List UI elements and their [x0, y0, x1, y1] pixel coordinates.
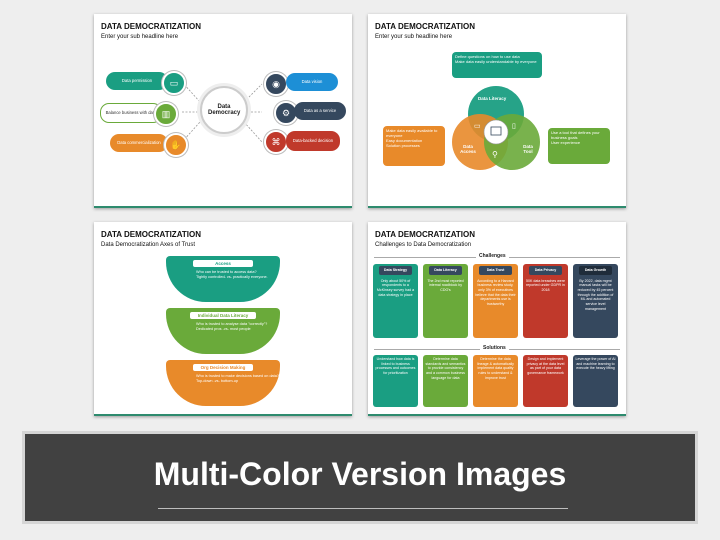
- section-points: Who is trusted to make decisions based o…: [196, 374, 280, 384]
- solution-col-trust: Determine the data lineage & automatical…: [473, 355, 518, 407]
- top-note-box: Define questions on how to use data Make…: [452, 52, 542, 78]
- section-points: Who can be trusted to access data? Tight…: [196, 270, 280, 280]
- gear-icon: ⚙: [274, 101, 298, 125]
- solutions-label: Solutions: [480, 345, 509, 351]
- section-header: Access: [193, 260, 253, 267]
- slide-title: DATA DEMOCRATIZATION: [101, 230, 201, 239]
- col-challenge: The 2nd most reported internal roadblock…: [427, 278, 464, 293]
- slide-thumbnail-1[interactable]: DATA DEMOCRATIZATION Enter your sub head…: [94, 14, 352, 208]
- col-challenge: 50K data breaches were reported under GD…: [526, 278, 565, 293]
- section-points: Who is trusted to analyse data "correctl…: [196, 322, 280, 332]
- version-banner: Multi-Color Version Images: [22, 431, 698, 524]
- solution-col-strategy: Understand how data is linked to busines…: [373, 355, 418, 407]
- slide-subtitle: Data Democratization Axes of Trust: [101, 242, 196, 248]
- solution-col-privacy: Design and implement privacy at the data…: [523, 355, 568, 407]
- point: Who is trusted to make decisions based o…: [196, 374, 279, 378]
- right-pill-1: Data vision: [286, 73, 338, 91]
- slide-title: DATA DEMOCRATIZATION: [375, 22, 475, 31]
- top-note-2: Make data easily understandable by every…: [455, 59, 537, 64]
- slide-thumbnail-2[interactable]: DATA DEMOCRATIZATION Enter your sub head…: [368, 14, 626, 208]
- slide-subtitle: Enter your sub headline here: [101, 34, 179, 40]
- col-challenge: According to a Harvard business review s…: [475, 278, 516, 307]
- chart-icon: ▥: [154, 102, 178, 126]
- col-head: Data Growth: [579, 266, 612, 275]
- col-head: Data Literacy: [429, 266, 462, 275]
- point: Who is trusted to analyse data "correctl…: [196, 322, 268, 326]
- slide-title: DATA DEMOCRATIZATION: [101, 22, 201, 31]
- top-note-1: Define questions on how to use data: [455, 54, 520, 59]
- left-pill-3: Data commercialization: [110, 134, 168, 152]
- venn-diagram: [452, 86, 540, 170]
- point: Tightly controlled- vs- practically ever…: [196, 274, 268, 279]
- laptop-icon: ▭: [474, 123, 481, 130]
- point: Top-down -vs- bottom-up: [196, 378, 238, 383]
- trust-section-decisions: Org Decision Making Who is trusted to ma…: [166, 360, 280, 406]
- slide-title: DATA DEMOCRATIZATION: [375, 230, 475, 239]
- left-note-3: Solution processes: [386, 143, 420, 148]
- eye-icon: ◉: [264, 72, 288, 96]
- challenge-col-growth: Data Growth By 2022, data mgmt manual ta…: [573, 264, 618, 338]
- left-note-box: Make data easily available to everyone E…: [383, 126, 445, 166]
- center-label: Data Democracy: [208, 104, 241, 116]
- col-challenge: By 2022, data mgmt manual tasks will be …: [577, 278, 614, 311]
- banner-title: Multi-Color Version Images: [153, 456, 567, 492]
- challenge-col-trust: Data Trust According to a Harvard busine…: [473, 264, 518, 338]
- solution-col-literacy: Determine data standards and semantics t…: [423, 355, 468, 407]
- point: Who can be trusted to access data?: [196, 270, 257, 274]
- challenge-col-literacy: Data Literacy The 2nd most reported inte…: [423, 264, 468, 338]
- banner-underline: [158, 508, 568, 509]
- right-pill-3: Data-backed decision: [286, 131, 340, 151]
- slide-thumbnail-4[interactable]: DATA DEMOCRATIZATION Challenges to Data …: [368, 222, 626, 416]
- col-head: Data Privacy: [529, 266, 562, 275]
- magnifier-icon: ⚲: [492, 150, 498, 159]
- right-pill-2: Data as a service: [294, 102, 346, 120]
- monitor-icon: ▭: [162, 71, 186, 95]
- challenges-label: Challenges: [476, 253, 509, 259]
- trust-section-literacy: Individual Data Literacy Who is trusted …: [166, 308, 280, 354]
- center-circle: Data Democracy: [200, 86, 248, 134]
- slide-thumbnail-3[interactable]: DATA DEMOCRATIZATION Data Democratizatio…: [94, 222, 352, 416]
- right-note-1: Use a tool that defines your business go…: [551, 130, 600, 140]
- right-note-2: User experience: [551, 140, 581, 145]
- document-icon: ▯: [512, 123, 516, 130]
- col-challenge: Only about 50% of respondents to a McKin…: [376, 278, 415, 297]
- left-note-1: Make data easily available to everyone: [386, 128, 438, 138]
- col-head: Data Strategy: [379, 266, 412, 275]
- section-header: Org Decision Making: [193, 364, 253, 371]
- challenge-col-privacy: Data Privacy 50K data breaches were repo…: [523, 264, 568, 338]
- point: Dedicated pros -vs- most people: [196, 326, 251, 331]
- right-note-box: Use a tool that defines your business go…: [548, 128, 610, 164]
- left-pill-2: Balance business with data: [100, 103, 162, 123]
- network-icon: ⌘: [264, 130, 288, 154]
- slide-subtitle: Challenges to Data Democratization: [375, 242, 472, 248]
- venn-label-literacy: Data Literacy: [478, 96, 507, 101]
- handshake-icon: ✋: [164, 133, 188, 157]
- challenge-col-strategy: Data Strategy Only about 50% of responde…: [373, 264, 418, 338]
- solution-col-growth: Leverage the power of AI and machine lea…: [573, 355, 618, 407]
- trust-section-access: Access Who can be trusted to access data…: [166, 256, 280, 302]
- section-header: Individual Data Literacy: [190, 312, 256, 319]
- venn-label-access: Data Access: [460, 144, 476, 154]
- left-pill-1: Data permission: [106, 72, 168, 90]
- col-head: Data Trust: [479, 266, 512, 275]
- slide-subtitle: Enter your sub headline here: [375, 34, 453, 40]
- left-note-2: Easy documentation: [386, 138, 423, 143]
- venn-label-tool: Data Tool: [523, 144, 533, 154]
